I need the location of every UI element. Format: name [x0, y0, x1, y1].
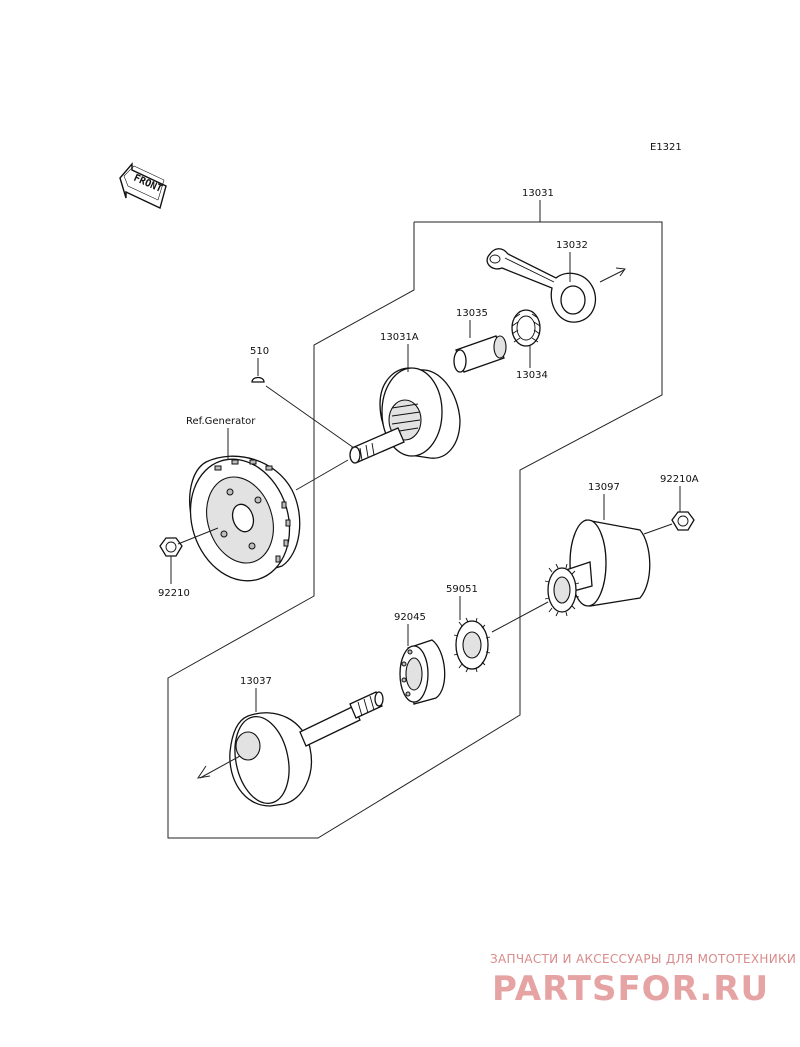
label-510: 510 [250, 346, 269, 357]
ball-bearing-92045 [399, 639, 446, 705]
label-13037: 13037 [240, 676, 272, 687]
crankshaft-right-13037 [229, 691, 384, 807]
needle-bearing-13034 [511, 309, 541, 347]
label-13035: 13035 [456, 308, 488, 319]
label-13031: 13031 [522, 188, 554, 199]
watermark-logo: PARTSFOR.RU [492, 969, 769, 1009]
nut-92210 [159, 537, 183, 557]
label-92045: 92045 [394, 612, 426, 623]
label-92210: 92210 [158, 588, 190, 599]
gear-59051 [453, 617, 491, 673]
crankshaft-left-13031A [349, 367, 461, 464]
crankshaft-assembly-outline [167, 221, 663, 839]
crank-pin-13035 [453, 335, 507, 373]
label-13032: 13032 [556, 240, 588, 251]
nut-92210A [671, 511, 695, 531]
nut-92210-axis [177, 527, 219, 545]
nut-92210A-axis [643, 523, 673, 535]
woodruff-key-510 [251, 376, 265, 383]
connecting-rod-13032 [486, 248, 626, 323]
key-guide-line [265, 385, 355, 449]
generator-rotor [189, 455, 301, 582]
label-59051: 59051 [446, 584, 478, 595]
label-13031A: 13031A [380, 332, 419, 343]
label-ref-generator: Ref.Generator [186, 416, 256, 427]
gear-axis-line [491, 601, 549, 633]
balancer-weight-13097 [565, 519, 651, 607]
generator-axis-line [295, 459, 349, 491]
balancer-drive-gear [544, 563, 580, 617]
front-arrow-icon: FRONT [119, 162, 167, 209]
diagram-code: E1321 [650, 142, 682, 153]
label-13097: 13097 [588, 482, 620, 493]
label-92210A: 92210A [660, 474, 699, 485]
watermark-tagline: ЗАПЧАСТИ И АКСЕССУАРЫ ДЛЯ МОТОТЕХНИКИ [490, 952, 796, 966]
label-13034: 13034 [516, 370, 548, 381]
crankshaft-axis-line [199, 755, 241, 779]
crankshaft-axis-arrow [196, 765, 211, 779]
